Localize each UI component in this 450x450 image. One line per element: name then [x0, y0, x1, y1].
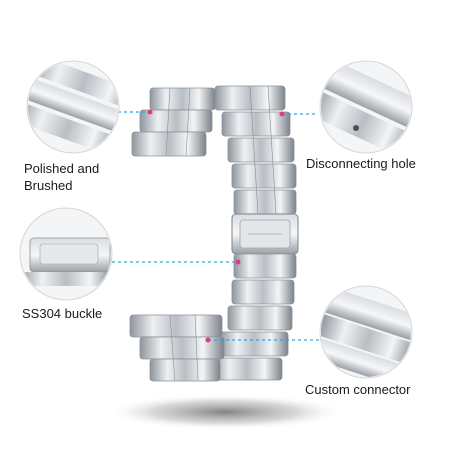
band-left-lower-links: [129, 314, 225, 382]
band-left-upper-links: [131, 87, 216, 157]
buckle-closeup-icon: [19, 207, 113, 301]
band-right-lower-links: [211, 253, 297, 381]
connector-closeup-icon: [319, 285, 413, 379]
custom-connector-label: Custom connector: [305, 382, 411, 397]
band-right-links: [214, 85, 297, 215]
floor-shadow: [105, 394, 345, 430]
disconnecting-hole-label: Disconnecting hole: [306, 156, 416, 171]
band-buckle: [231, 213, 299, 255]
ss304-buckle-label: SS304 buckle: [22, 306, 103, 321]
leader-lines: [112, 111, 322, 341]
disconnecting-hole-closeup-icon: [319, 60, 413, 154]
polished-brushed-label: Polished and Brushed: [24, 161, 100, 193]
leader-dots: [147, 109, 285, 343]
polished-closeup-icon: [26, 60, 120, 154]
